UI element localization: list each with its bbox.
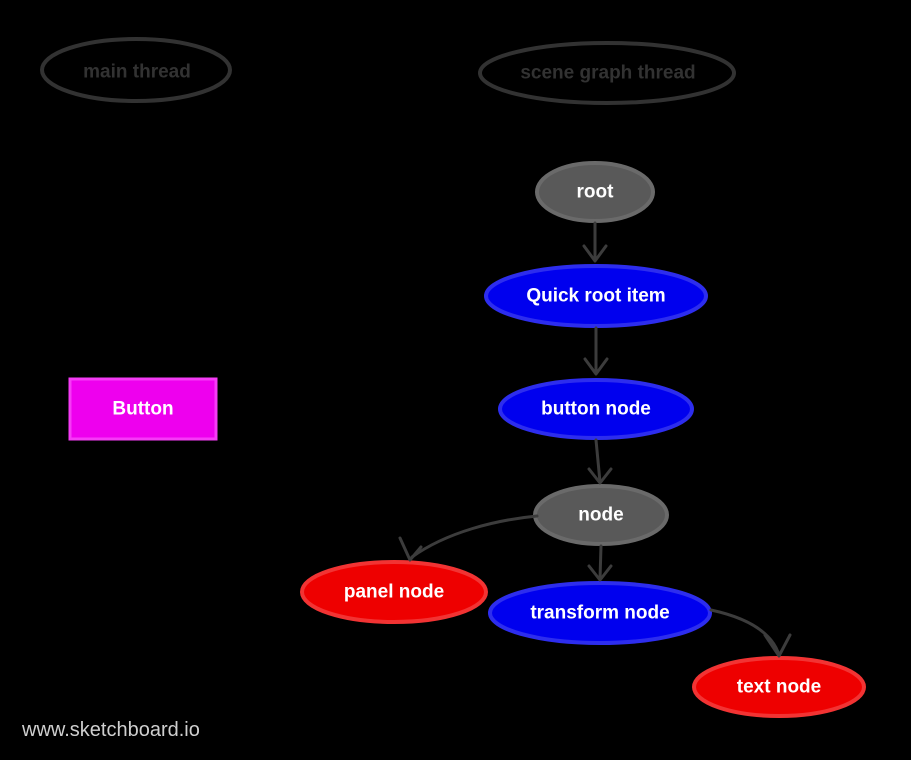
panel-node-label: panel node (344, 582, 444, 603)
node-quick-root-item[interactable]: Quick root item (484, 264, 708, 328)
button-node-ellipse[interactable] (498, 378, 694, 440)
node-transform-node[interactable]: transform node (488, 581, 712, 645)
edge-line (598, 544, 603, 581)
edge-button-node-to-node[interactable] (587, 438, 613, 485)
main-thread-ellipse[interactable] (40, 37, 232, 103)
edge-root-to-quick-root-item[interactable] (582, 221, 608, 263)
arrowhead-icon (398, 536, 423, 562)
node-label: node (578, 505, 623, 526)
quick-root-item-label: Quick root item (526, 286, 665, 307)
thread-main[interactable]: main thread (40, 37, 232, 103)
arrowhead-icon (582, 244, 608, 263)
edge-line (410, 514, 539, 559)
node-panel-node[interactable]: panel node (300, 560, 488, 624)
edge-line (594, 438, 602, 484)
arrowhead-icon (763, 633, 792, 658)
arrowhead-icon (583, 357, 609, 376)
root-label: root (577, 182, 615, 203)
edge-transform-node-to-text-node[interactable] (709, 608, 792, 658)
scene-graph-thread-label: scene graph thread (520, 63, 695, 84)
button-node-label: button node (541, 399, 651, 420)
quick-root-item-ellipse[interactable] (484, 264, 708, 328)
text-node-ellipse[interactable] (692, 656, 866, 718)
edge-node-to-panel-node[interactable] (398, 514, 539, 562)
node-text-node[interactable]: text node (692, 656, 866, 718)
button-shape[interactable]: Button (68, 377, 218, 441)
scene-graph-thread-ellipse[interactable] (478, 41, 736, 105)
node-node[interactable]: node (533, 484, 669, 546)
transform-node-ellipse[interactable] (488, 581, 712, 645)
transform-node-label: transform node (530, 603, 669, 624)
edge-node-to-transform-node[interactable] (587, 544, 613, 582)
thread-scene-graph[interactable]: scene graph thread (478, 41, 736, 105)
edge-quick-root-item-to-button-node[interactable] (583, 326, 609, 376)
root-ellipse[interactable] (535, 161, 655, 223)
button-rect[interactable] (68, 377, 218, 441)
arrowhead-icon (587, 564, 613, 582)
sketchboard-watermark: www.sketchboard.io (21, 719, 200, 741)
text-node-label: text node (737, 677, 821, 698)
node-button-node[interactable]: button node (498, 378, 694, 440)
edge-line (709, 608, 780, 654)
main-thread-label: main thread (83, 62, 191, 83)
panel-node-ellipse[interactable] (300, 560, 488, 624)
node-root[interactable]: root (535, 161, 655, 223)
button-label: Button (112, 399, 173, 420)
arrowhead-icon (587, 467, 613, 485)
